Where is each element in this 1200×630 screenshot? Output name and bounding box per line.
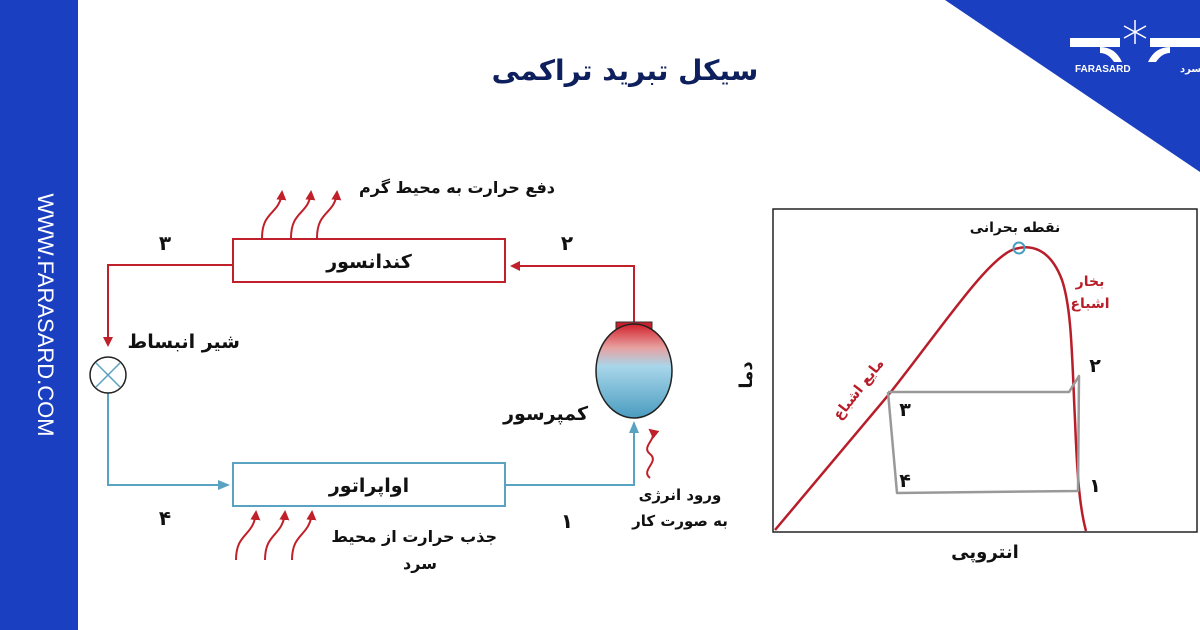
ts-point-4: ۴ <box>899 470 911 492</box>
cycle-path <box>886 374 1081 495</box>
ts-diagram: نقطه بحرانی بخار اشباع مایع اشباع ۲ ۳ ۴ … <box>736 208 1198 563</box>
heat-absorption-arrows <box>235 510 317 561</box>
ts-point-3: ۳ <box>899 399 911 421</box>
farasard-logo: FARASARD فراسرد <box>1070 20 1200 75</box>
heat-absorption-label-1: جذب حرارت از محیط <box>331 527 497 546</box>
compressor-icon <box>595 321 673 419</box>
page-title: سیکل تبرید تراکمی <box>492 54 759 87</box>
ts-frame <box>772 208 1198 533</box>
svg-text:فراسرد: فراسرد <box>1180 64 1200 75</box>
heat-rejection-arrows <box>261 190 342 239</box>
evaporator-box <box>232 462 506 507</box>
pipe-condenser-to-valve <box>103 264 233 347</box>
y-axis-label: دما <box>736 361 757 388</box>
brand-sidebar <box>0 0 78 630</box>
work-input-label-2: به صورت کار <box>631 512 728 530</box>
compressor-label: کمپرسور <box>502 403 589 425</box>
expansion-valve-icon <box>89 356 127 394</box>
critical-point-marker <box>1012 241 1026 255</box>
ts-point-2: ۲ <box>1089 355 1101 377</box>
expansion-valve-label: شیر انبساط <box>128 331 240 353</box>
condenser-box <box>232 238 506 283</box>
evaporator-label: اواپراتور <box>328 475 409 497</box>
saturated-vapor-label-1: بخار <box>1075 274 1105 290</box>
state-point-1: ۱ <box>561 509 573 533</box>
corner-banner <box>945 0 1200 172</box>
state-point-4: ۴ <box>159 506 171 530</box>
ts-point-1: ۱ <box>1089 475 1101 497</box>
critical-point-label: نقطه بحرانی <box>970 220 1061 236</box>
heat-rejection-label: دفع حرارت به محیط گرم <box>359 178 555 197</box>
heat-absorption-label-2: سرد <box>403 554 437 573</box>
x-axis-label: انتروپی <box>951 542 1019 563</box>
refrigeration-cycle-diagram: کندانسور اواپراتور شیر انبساط کمپرسور دف… <box>89 178 728 573</box>
pipe-valve-to-evaporator <box>107 393 230 490</box>
state-point-3: ۳ <box>159 231 171 255</box>
saturation-dome <box>774 246 1088 532</box>
state-point-2: ۲ <box>561 231 573 255</box>
website-url[interactable]: WWW.FARASARD.COM <box>33 193 58 436</box>
condenser-label: کندانسور <box>325 251 413 273</box>
svg-text:FARASARD: FARASARD <box>1075 64 1131 75</box>
snowflake-icon <box>1123 20 1147 44</box>
work-input-arrow <box>646 428 660 479</box>
work-input-label-1: ورود انرژی <box>639 486 722 504</box>
pipe-evaporator-to-compressor <box>505 421 639 486</box>
saturated-vapor-label-2: اشباع <box>1070 296 1109 312</box>
pipe-compressor-to-condenser <box>510 261 635 322</box>
